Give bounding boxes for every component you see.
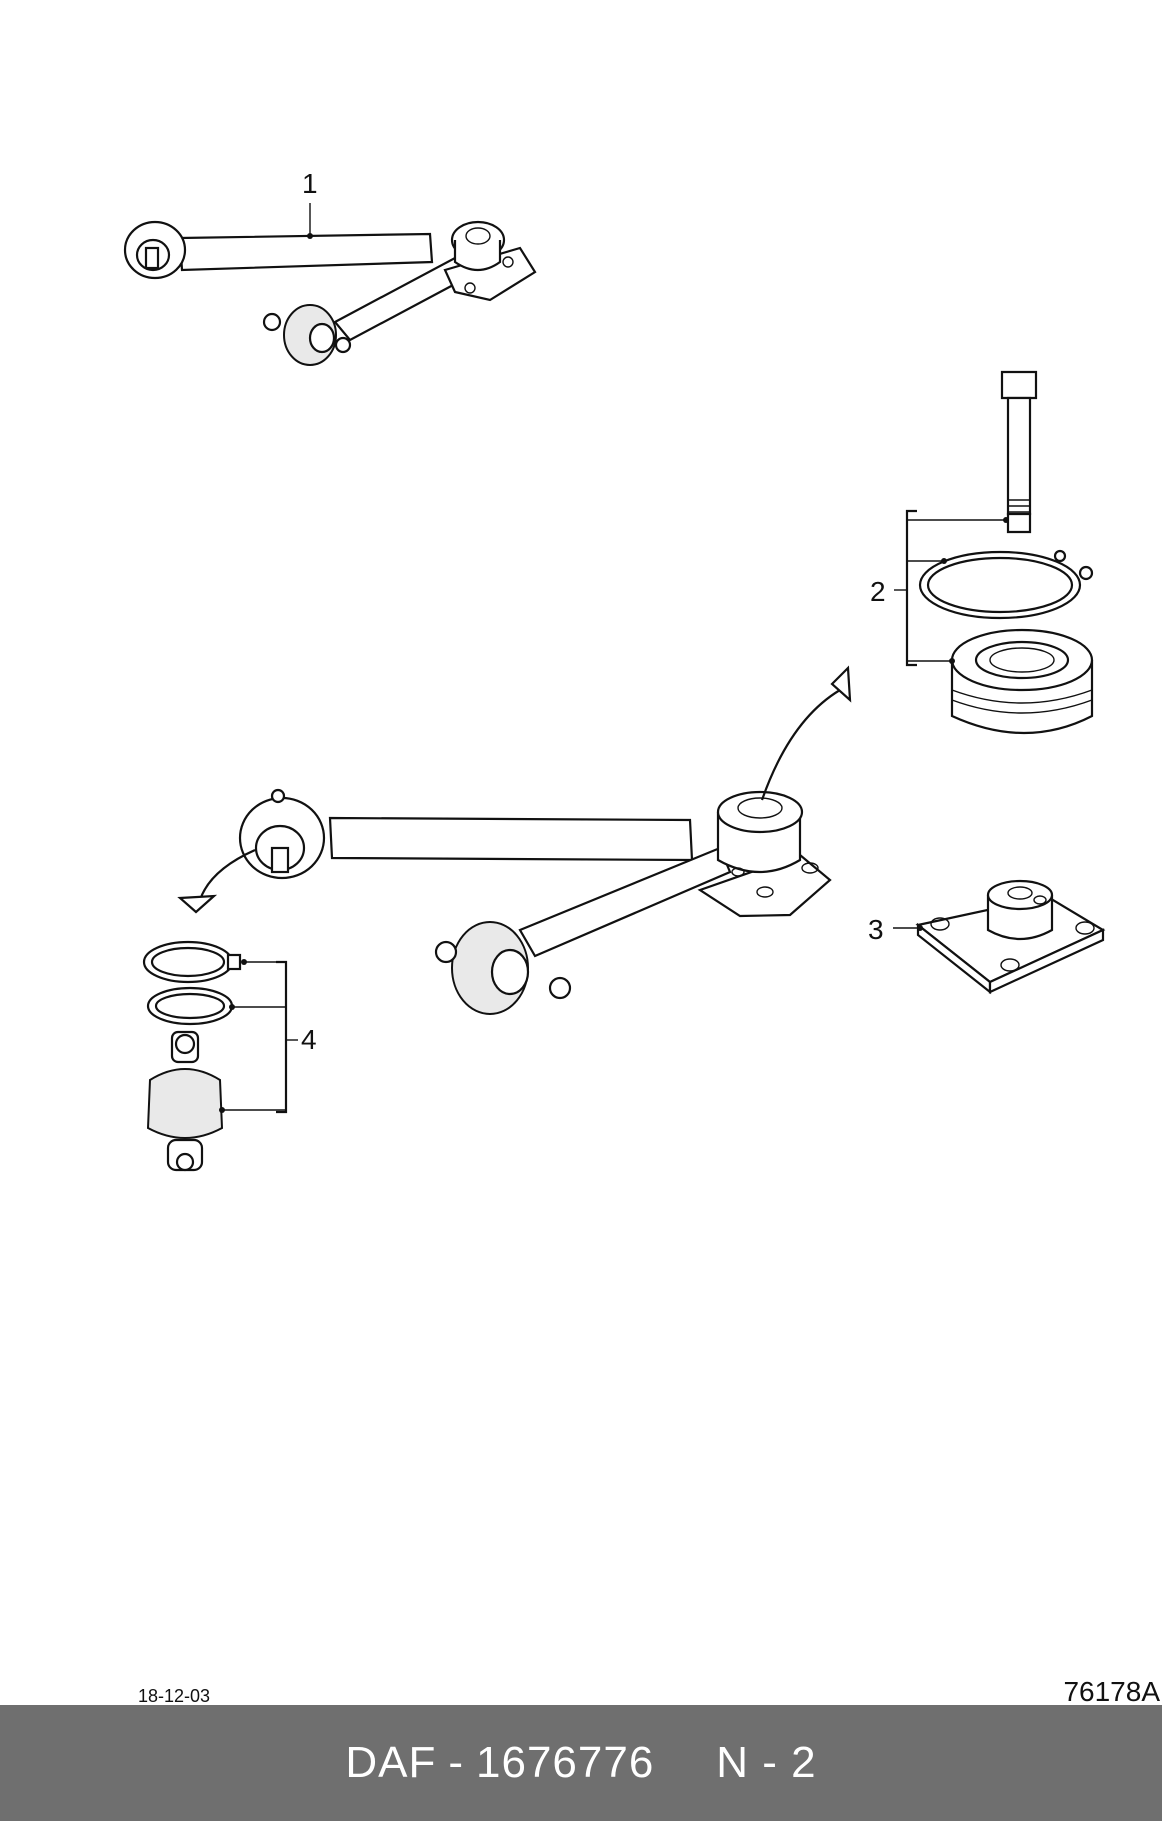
v-rod-assembly-small — [123, 203, 537, 366]
callout-2: 2 — [870, 576, 886, 607]
bearing-kit — [894, 370, 1094, 734]
callout-3: 3 — [868, 914, 884, 945]
drawing-number: 76178A — [1063, 1676, 1160, 1707]
parts-diagram — [123, 203, 1106, 1172]
callout-4: 4 — [301, 1024, 317, 1055]
callout-1: 1 — [302, 168, 318, 199]
apex-mount — [893, 879, 1106, 995]
footer-brand: DAF — [345, 1738, 437, 1787]
v-rod-main — [177, 665, 852, 1015]
footer-part-number: 1676776 — [476, 1738, 655, 1787]
bushing-kit — [142, 940, 298, 1172]
drawing-date: 18-12-03 — [138, 1686, 211, 1706]
footer-bar: DAF - 1676776 N - 2 — [0, 1705, 1162, 1821]
footer-separator: - — [448, 1738, 464, 1787]
footer-section: N - 2 — [716, 1738, 817, 1787]
